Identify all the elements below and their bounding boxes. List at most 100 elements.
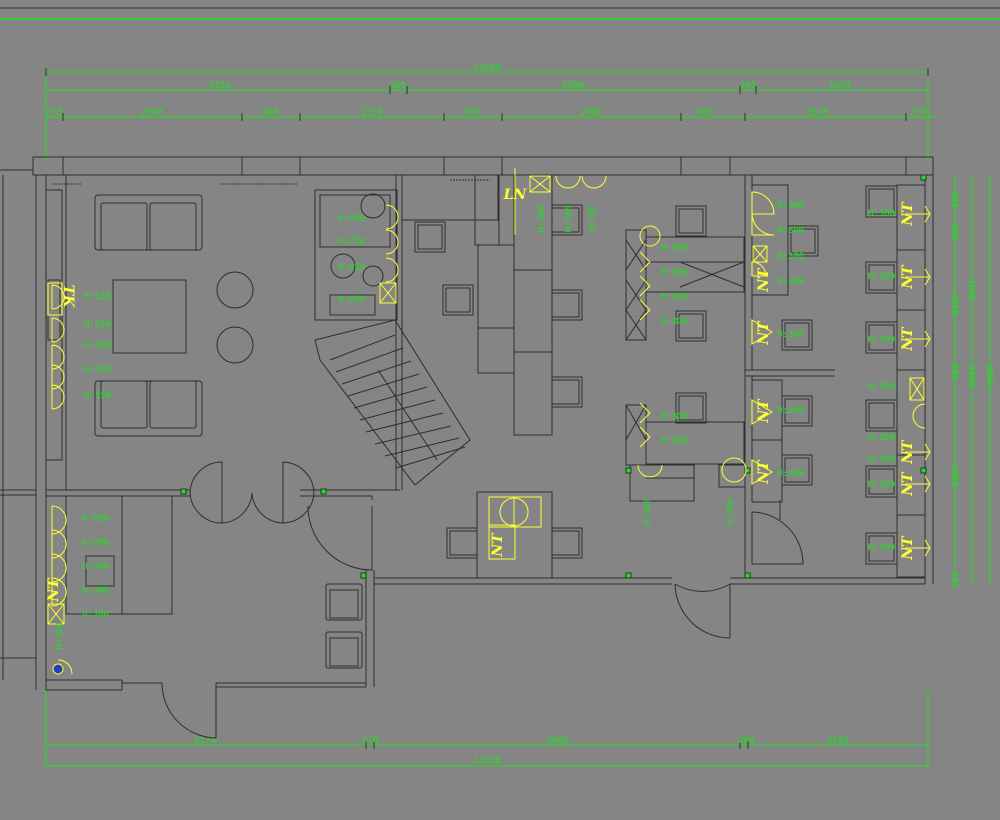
h-center-3: H:300 xyxy=(661,317,688,327)
h-living-3: H:550 xyxy=(84,365,111,375)
dim-right-a3: 550 xyxy=(949,364,959,380)
double-door xyxy=(189,461,315,524)
h-office-0: H:850 xyxy=(82,514,109,524)
dim-top2-5: 2980 xyxy=(580,108,602,118)
stool-top xyxy=(216,271,254,309)
junction-markers xyxy=(180,174,927,579)
h-office-5: H:300 xyxy=(55,622,65,649)
label-nt-right-2: NT xyxy=(900,264,916,290)
label-ln-bar: LN xyxy=(503,187,528,203)
h-col-5: H:300 xyxy=(777,406,804,416)
h-office-3: H:300 xyxy=(82,586,109,596)
h-center-2: H:300 xyxy=(661,292,688,302)
interior-walls xyxy=(46,175,835,578)
label-tk: TK xyxy=(60,285,76,308)
desk-cluster-lower xyxy=(625,392,746,502)
h-bar-1: H:300 xyxy=(564,205,574,232)
label-nt-col-3: NT xyxy=(756,398,772,424)
inner-door xyxy=(307,505,373,571)
dim-top1-4: 2650 xyxy=(829,81,851,91)
label-nt-right-1: NT xyxy=(900,201,916,227)
dim-top2-3: 2270 xyxy=(361,108,383,118)
dim-right-b1: 3600 xyxy=(966,365,976,387)
dim-right-a4: 2550 xyxy=(949,465,959,487)
dim-top1-3: 200 xyxy=(740,81,756,91)
consult-table xyxy=(476,491,553,579)
h-wc-2: H:850 xyxy=(338,263,365,273)
h-col-6: H:300 xyxy=(777,469,804,479)
tv-cabinet xyxy=(45,189,63,461)
coffee-table xyxy=(112,279,187,354)
h-center-5: H:300 xyxy=(661,436,688,446)
dim-bot-3: 200 xyxy=(738,736,754,746)
label-nt-col-4: NT xyxy=(756,459,772,485)
label-nt-col-2: NT xyxy=(756,320,772,346)
dim-overall-top: 14200 xyxy=(473,63,500,73)
dim-bot-1: 270 xyxy=(362,736,378,746)
floor-drain xyxy=(52,663,64,675)
h-center-4: H:300 xyxy=(661,412,688,422)
h-living-2: H:550 xyxy=(84,341,111,351)
h-right-6: H:300 xyxy=(868,480,895,490)
h-wc-0: H:850 xyxy=(338,214,365,224)
h-right-1: H:300 xyxy=(868,272,895,282)
h-right-4: H:300 xyxy=(868,433,895,443)
h-office-1: H:200 xyxy=(82,538,109,548)
stool-bottom xyxy=(216,326,254,364)
outlet-symbols-living xyxy=(47,282,65,410)
dim-top2-1: 2980 xyxy=(141,108,163,118)
h-right-2: H:300 xyxy=(868,335,895,345)
h-col-4: H:300 xyxy=(777,330,804,340)
label-nt-right-5: NT xyxy=(900,471,916,497)
dim-bot-0: 5170 xyxy=(194,736,216,746)
dim-bot-4: 2650 xyxy=(827,736,849,746)
h-col-3: H:300 xyxy=(777,277,804,287)
h-col-0: H:300 xyxy=(777,201,804,211)
dim-top2-4: 970 xyxy=(464,108,480,118)
h-center-low-1: H:300 xyxy=(726,498,736,525)
h-wc-1: H:250 xyxy=(338,237,365,247)
outlet-symbols-wc xyxy=(379,204,399,304)
h-bar-0: H:300 xyxy=(537,205,547,232)
h-office-4: H:300 xyxy=(82,610,109,620)
wall-heater-marks xyxy=(52,179,490,185)
right-wall-desks xyxy=(865,184,926,578)
office-furniture xyxy=(65,495,173,615)
dim-top2-2: 640 xyxy=(262,108,278,118)
dimension-lines xyxy=(45,67,991,770)
entry-door xyxy=(161,682,217,739)
column-chairs xyxy=(751,184,819,503)
h-right-7: H:300 xyxy=(868,543,895,553)
h-right-0: H:300 xyxy=(868,209,895,219)
h-center-0: H:300 xyxy=(661,243,688,253)
dim-right-a2: 2550 xyxy=(949,294,959,316)
dim-top2-7: 2810 xyxy=(806,108,828,118)
h-col-1: H:300 xyxy=(777,226,804,236)
staircase xyxy=(314,319,471,486)
wc-block xyxy=(314,189,398,321)
dimension-ticks xyxy=(45,68,929,749)
h-bar-2: H:300 xyxy=(588,205,598,232)
lobby-armchairs xyxy=(325,583,363,669)
h-right-3: H:300 xyxy=(868,382,895,392)
dim-top2-8: 270 xyxy=(910,108,926,118)
outlet-symbols-center xyxy=(488,225,747,560)
h-living-4: H:550 xyxy=(84,391,111,401)
desk-cluster-upper xyxy=(625,205,745,342)
dim-top1-1: 200 xyxy=(390,81,406,91)
h-living-1: H:550 xyxy=(84,320,111,330)
h-wc-3: H:850 xyxy=(338,295,365,305)
label-nt-col-1: NT xyxy=(756,267,772,293)
dim-right-a0: 540 xyxy=(949,192,959,208)
h-center-low-0: H:300 xyxy=(643,498,653,525)
dim-top1-2: 5500 xyxy=(562,81,584,91)
label-nt-right-6: NT xyxy=(900,535,916,561)
sofa-bottom xyxy=(94,380,203,437)
label-nt-right-3: NT xyxy=(900,326,916,352)
dim-right-a5: 150 xyxy=(949,572,959,588)
dim-top2-0: 270 xyxy=(46,108,62,118)
right-door xyxy=(674,511,804,639)
dim-bot-2: 5960 xyxy=(547,736,569,746)
outlet-symbols-office xyxy=(47,505,73,675)
dim-top1-0: 5650 xyxy=(209,81,231,91)
